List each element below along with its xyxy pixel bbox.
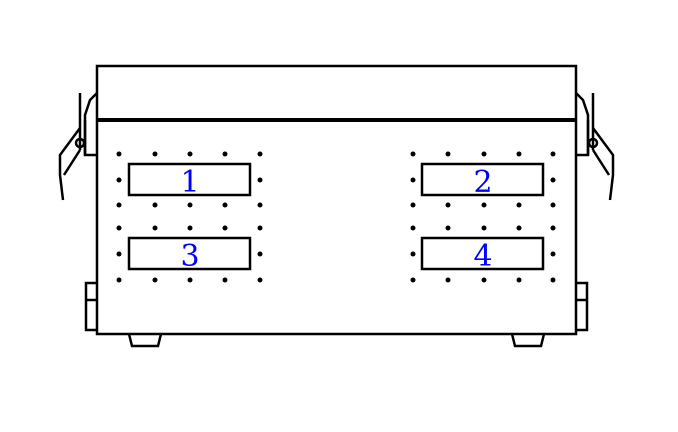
rivet-dot	[257, 251, 263, 257]
right-latch-icon	[575, 92, 615, 332]
rivet-dot	[152, 277, 158, 283]
rivet-dot	[257, 277, 263, 283]
rivet-dot	[257, 225, 263, 231]
rivet-dot	[257, 177, 263, 183]
rivet-dot	[410, 177, 416, 183]
right-foot	[510, 333, 546, 348]
rivet-dot	[152, 202, 158, 208]
panel-1	[127, 162, 252, 197]
rivet-dot	[410, 151, 416, 157]
left-foot	[127, 333, 163, 348]
rivet-dot	[445, 202, 451, 208]
rivet-dot	[516, 277, 522, 283]
panel-label: 4	[473, 239, 492, 274]
rivet-dot	[410, 277, 416, 283]
left-latch-icon	[58, 92, 98, 332]
panel-label: 2	[473, 165, 492, 200]
panel-4	[420, 236, 545, 271]
rivet-dot	[116, 177, 122, 183]
rivet-dot	[550, 202, 556, 208]
rivet-dot	[550, 251, 556, 257]
rivet-dot	[116, 225, 122, 231]
rivet-dot	[187, 277, 193, 283]
rivet-dot	[116, 251, 122, 257]
rivet-dot	[116, 202, 122, 208]
rivet-dot	[481, 225, 487, 231]
rivet-dot	[445, 277, 451, 283]
rivet-dot	[222, 277, 228, 283]
case-body	[95, 64, 578, 336]
rivet-dot	[222, 151, 228, 157]
rivet-dot	[445, 225, 451, 231]
rivet-dot	[187, 202, 193, 208]
rivet-dot	[116, 277, 122, 283]
rivet-dot	[222, 202, 228, 208]
rivet-dot	[550, 225, 556, 231]
rivet-dot	[410, 225, 416, 231]
rivet-dot	[550, 277, 556, 283]
rivet-dot	[445, 151, 451, 157]
rivet-dot	[516, 151, 522, 157]
rivet-dot	[222, 225, 228, 231]
rivet-dot	[410, 202, 416, 208]
rivet-dot	[187, 151, 193, 157]
rivet-dot	[257, 202, 263, 208]
rivet-dot	[187, 225, 193, 231]
rivet-dot	[516, 225, 522, 231]
rivet-dot	[410, 251, 416, 257]
rivet-dot	[116, 151, 122, 157]
rivet-dot	[481, 151, 487, 157]
rivet-dot	[481, 277, 487, 283]
panel-2	[420, 162, 545, 197]
panel-label: 3	[180, 239, 199, 274]
rivet-dot	[550, 151, 556, 157]
rivet-dot	[516, 202, 522, 208]
panel-label: 1	[180, 165, 199, 200]
panel-3	[127, 236, 252, 271]
rivet-dot	[152, 225, 158, 231]
rivet-dot	[257, 151, 263, 157]
rivet-dot	[152, 151, 158, 157]
rivet-dot	[481, 202, 487, 208]
rivet-dot	[550, 177, 556, 183]
